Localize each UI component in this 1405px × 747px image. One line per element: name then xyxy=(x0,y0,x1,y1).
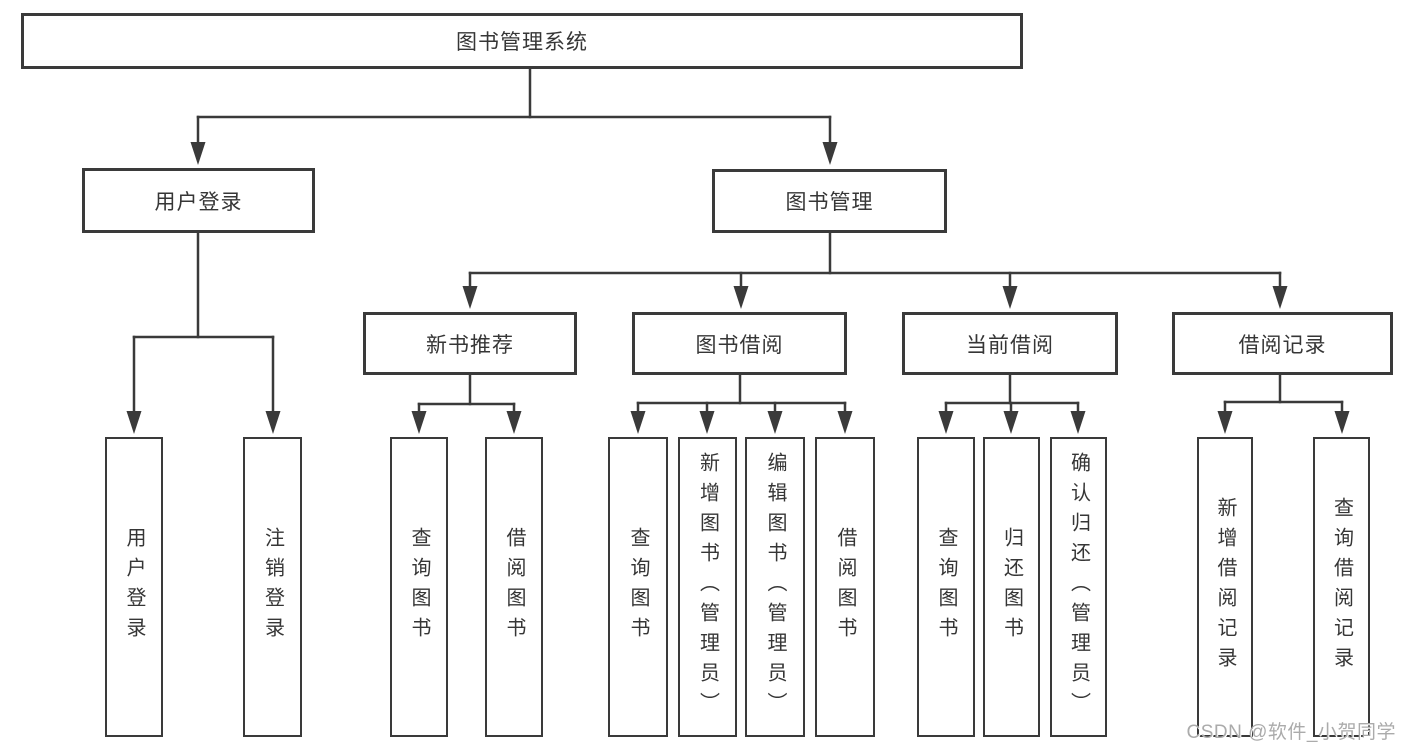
leaf-borrow-book-label: 借阅图书 xyxy=(834,527,856,647)
node-new-book-recommend-label: 新书推荐 xyxy=(426,333,514,357)
leaf-borrow-query: 查询图书 xyxy=(608,437,668,737)
leaf-confirm-return-admin-label: 确认归还（管理员） xyxy=(1067,452,1090,722)
leaf-return-book-label: 归还图书 xyxy=(1000,527,1023,647)
node-new-book-recommend: 新书推荐 xyxy=(363,312,577,375)
leaf-query-record: 查询借阅记录 xyxy=(1313,437,1370,737)
leaf-query-record-label: 查询借阅记录 xyxy=(1330,497,1353,677)
leaf-logout: 注销登录 xyxy=(243,437,302,737)
leaf-add-record: 新增借阅记录 xyxy=(1197,437,1253,737)
node-user-login-label: 用户登录 xyxy=(154,190,243,214)
leaf-newbooks-query-label: 查询图书 xyxy=(408,527,430,647)
leaf-logout-label: 注销登录 xyxy=(261,527,284,647)
leaf-borrow-book: 借阅图书 xyxy=(815,437,875,737)
node-book-borrow-label: 图书借阅 xyxy=(695,333,784,357)
node-book-management-label: 图书管理 xyxy=(785,191,874,214)
node-user-login: 用户登录 xyxy=(82,168,315,233)
leaf-borrow-add-admin-label: 新增图书（管理员） xyxy=(696,452,719,722)
leaf-borrow-edit-admin: 编辑图书（管理员） xyxy=(745,437,805,737)
leaf-current-query-label: 查询图书 xyxy=(935,527,957,647)
node-borrow-records-label: 借阅记录 xyxy=(1238,333,1327,357)
leaf-borrow-query-label: 查询图书 xyxy=(627,527,649,647)
node-book-borrow: 图书借阅 xyxy=(632,312,847,375)
leaf-confirm-return-admin: 确认归还（管理员） xyxy=(1050,437,1107,737)
leaf-newbooks-borrow-label: 借阅图书 xyxy=(503,527,525,647)
leaf-newbooks-borrow: 借阅图书 xyxy=(485,437,543,737)
leaf-current-query: 查询图书 xyxy=(917,437,975,737)
leaf-user-login: 用户登录 xyxy=(105,437,163,737)
leaf-user-login-label: 用户登录 xyxy=(123,527,145,647)
node-current-borrow: 当前借阅 xyxy=(902,312,1118,375)
node-book-management: 图书管理 xyxy=(712,169,947,233)
leaf-add-record-label: 新增借阅记录 xyxy=(1214,497,1236,677)
node-current-borrow-label: 当前借阅 xyxy=(966,333,1054,357)
leaf-borrow-add-admin: 新增图书（管理员） xyxy=(678,437,737,737)
node-root-system: 图书管理系统 xyxy=(21,13,1023,69)
csdn-watermark: CSDN @软件_小贺同学 xyxy=(1186,722,1396,743)
node-borrow-records: 借阅记录 xyxy=(1172,312,1393,375)
leaf-return-book: 归还图书 xyxy=(983,437,1040,737)
leaf-borrow-edit-admin-label: 编辑图书（管理员） xyxy=(764,452,786,722)
leaf-newbooks-query: 查询图书 xyxy=(390,437,448,737)
node-root-label: 图书管理系统 xyxy=(456,31,588,54)
